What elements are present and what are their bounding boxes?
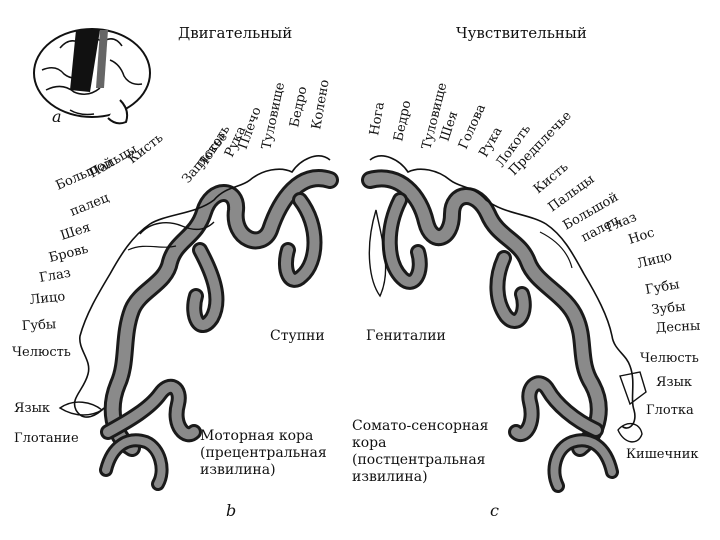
motor-label-palets: палец <box>68 191 111 220</box>
motor-label-bedro: Бедро <box>287 85 310 129</box>
motor-label-litso: Лицо <box>29 289 66 308</box>
sensory-label-noga: Нога <box>367 101 388 137</box>
sensory-label-nos: Нос <box>627 225 657 247</box>
sensory-cortex-line-1: Сомато-сенсорная <box>352 418 489 434</box>
sensory-cortex-line-2: кора <box>352 435 387 451</box>
motor-label-chelyust: Челюсть <box>12 345 71 360</box>
sensory-label-guby: Губы <box>644 277 681 298</box>
motor-cortex-line-2: (прецентральная <box>200 445 327 461</box>
sensory-label-yazyk: Язык <box>656 375 692 390</box>
motor-cortex-line-3: извилина) <box>200 462 276 478</box>
panel-b-letter: b <box>226 501 236 520</box>
motor-label-tulovishche: Туловище <box>259 81 288 151</box>
motor-label-yazyk: Язык <box>14 401 50 416</box>
sensory-label-glotka: Глотка <box>646 403 694 418</box>
motor-title: Двигательный <box>178 24 292 42</box>
motor-label-sheya: Шея <box>59 220 93 244</box>
sensory-label-zuby: Зубы <box>651 300 686 318</box>
motor-label-glaz: Глаз <box>38 266 72 286</box>
sensory-label-litso: Лицо <box>635 249 673 272</box>
motor-label-brov: Бровь <box>47 242 90 266</box>
motor-label-koleno: Колено <box>309 78 333 130</box>
panel-c-letter: c <box>490 501 499 520</box>
sensory-label-bedro: Бедро <box>391 99 414 143</box>
sensory-cortex-line-3: (постцентральная <box>352 452 486 468</box>
panel-a-letter: a <box>52 107 62 126</box>
motor-label-guby: Губы <box>21 317 56 334</box>
motor-cortex-line-1: Моторная кора <box>200 428 313 444</box>
motor-feet-label: Ступни <box>270 328 325 344</box>
sensory-label-chelyust: Челюсть <box>640 351 699 366</box>
sensory-genitals-label: Гениталии <box>366 328 446 344</box>
motor-label-zapyastye: Запястье <box>180 129 232 186</box>
sensory-label-kishechnik: Кишечник <box>626 447 699 462</box>
sensory-label-desny: Десны <box>655 319 700 336</box>
motor-label-glotanie: Глотание <box>14 431 79 446</box>
sensory-cortex-line-4: извилина) <box>352 469 428 485</box>
sensory-title: Чувствительный <box>456 24 587 42</box>
